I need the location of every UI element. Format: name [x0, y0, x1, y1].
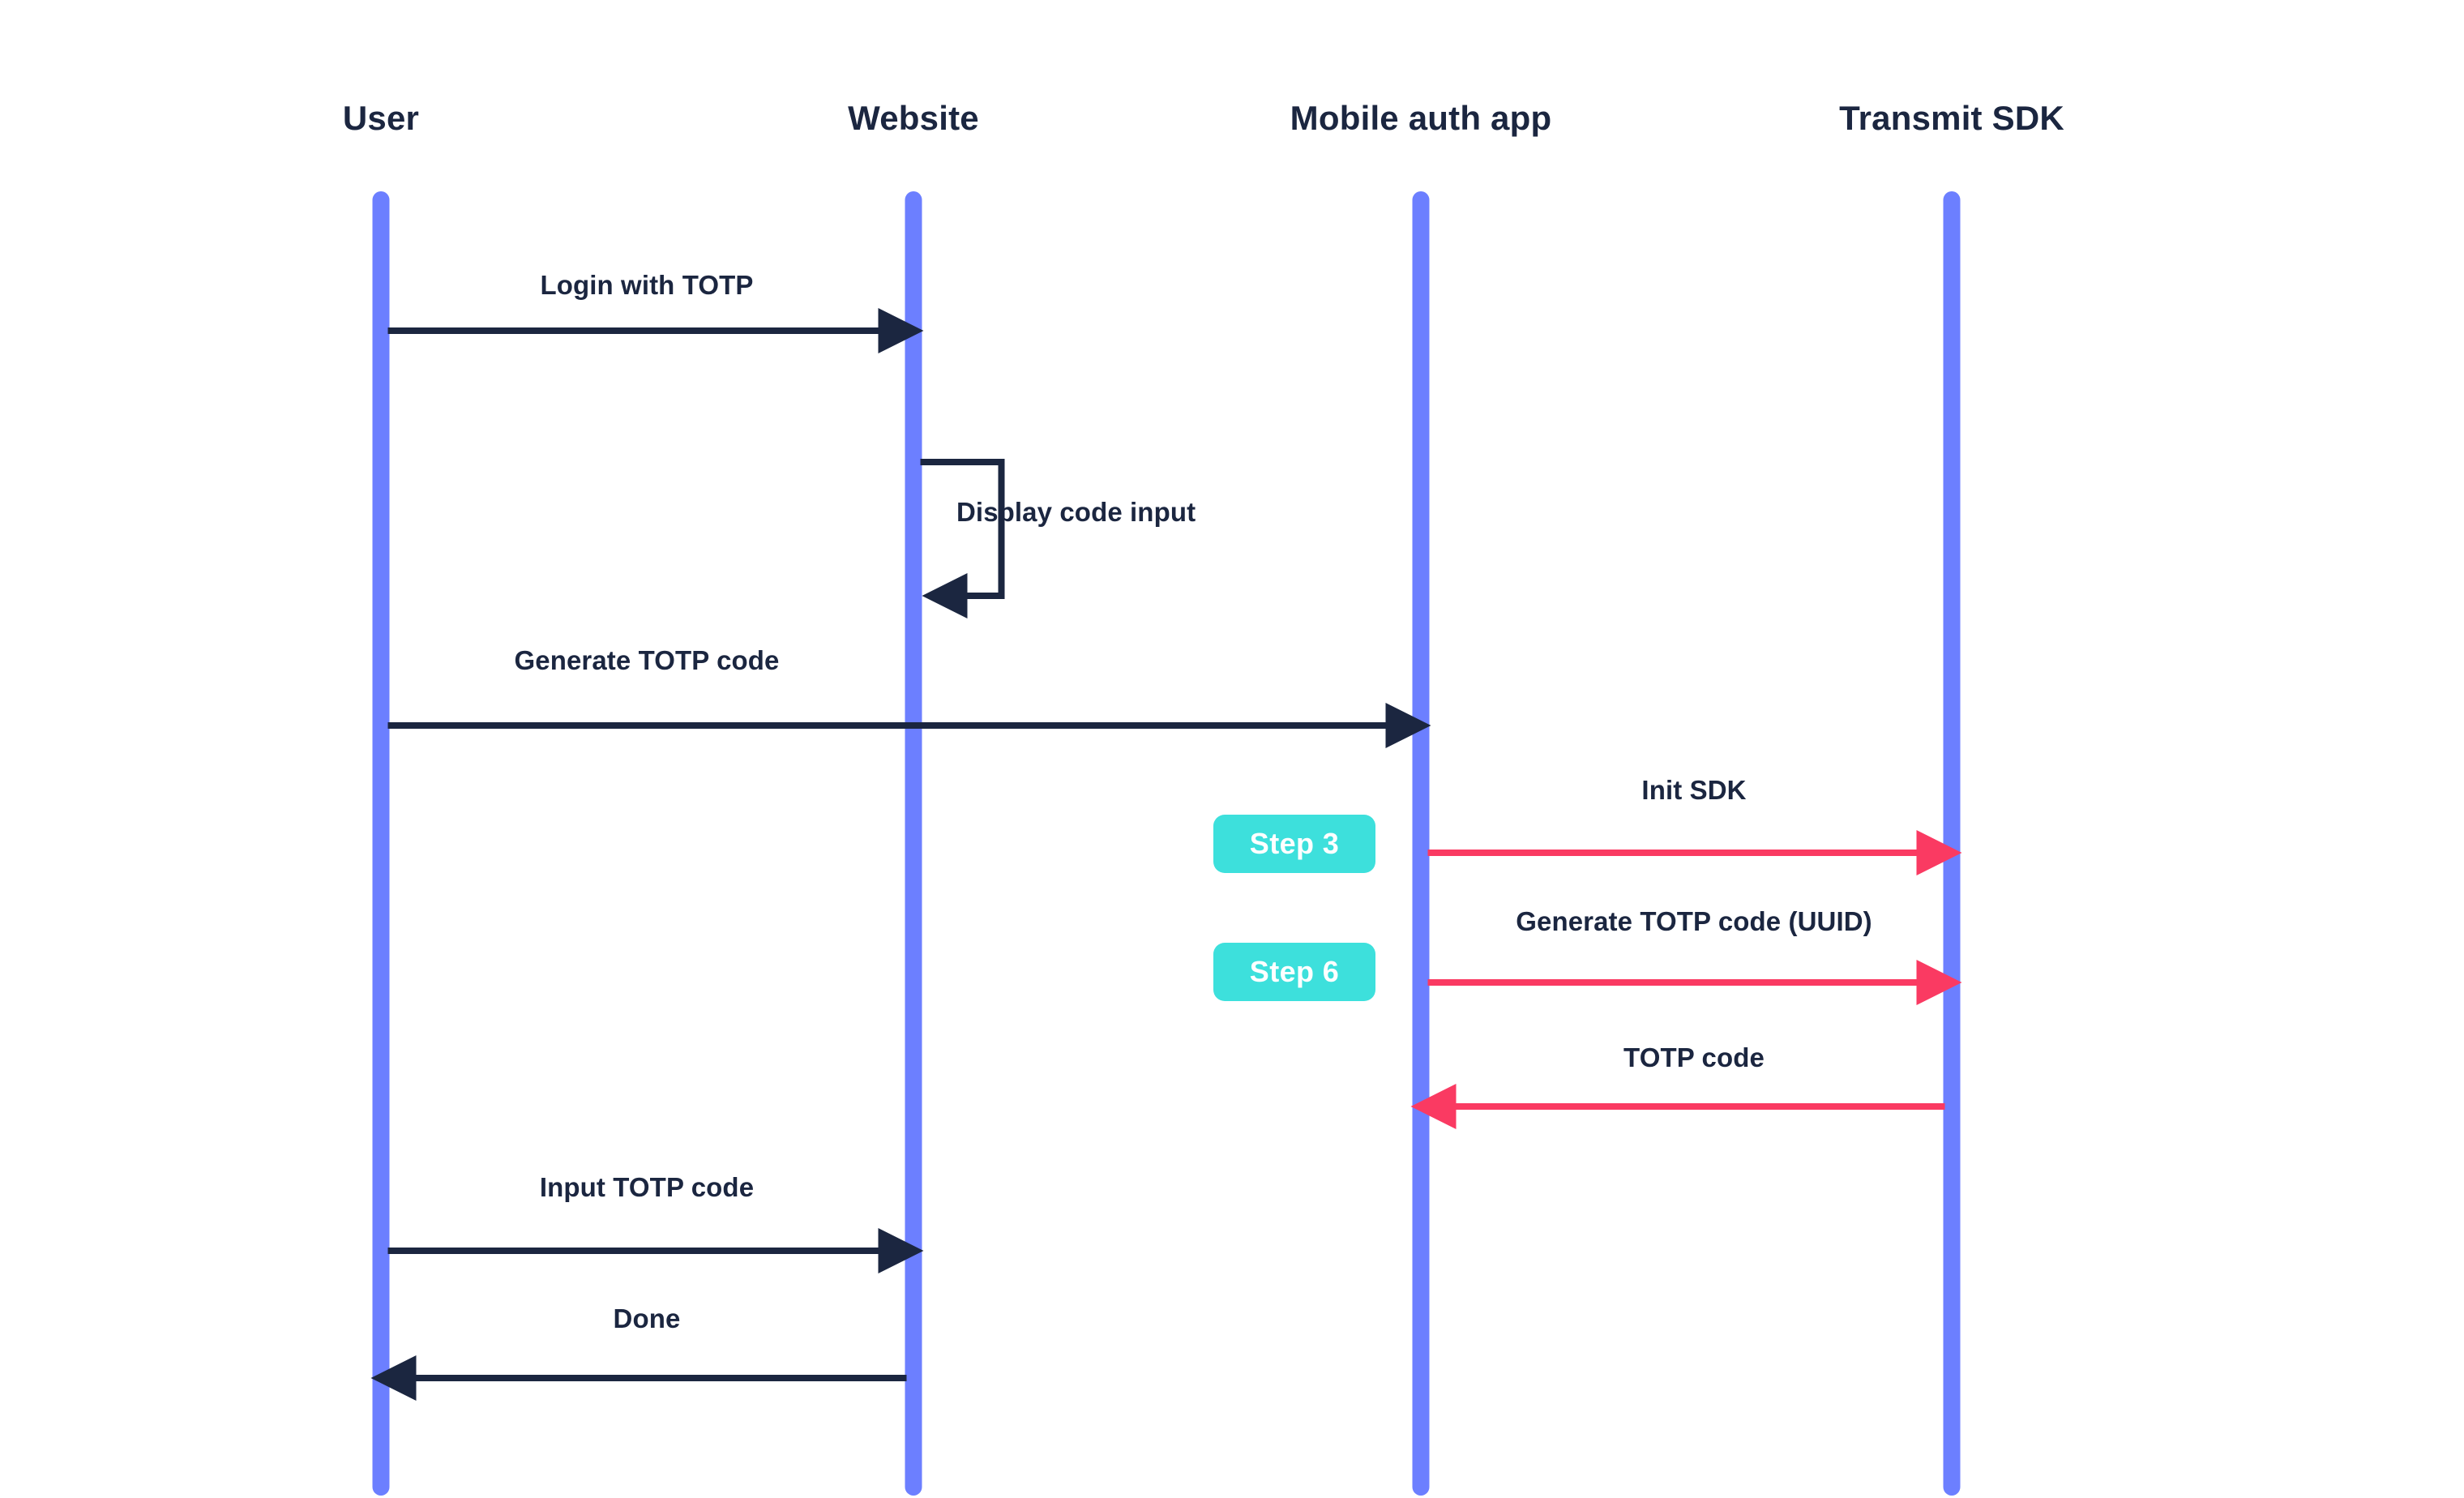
actor-label-website: Website [848, 99, 979, 137]
lifelines-group [372, 191, 1961, 1496]
message-label-input-totp-code: Input TOTP code [539, 1172, 755, 1202]
message-label-generate-totp-code-uuid: Generate TOTP code (UUID) [1516, 906, 1872, 936]
lifeline-user [372, 191, 390, 1496]
lifeline-sdk [1943, 191, 1961, 1496]
step-badge-step-6[interactable]: Step 6 [1213, 943, 1375, 1001]
step-badge-step-3[interactable]: Step 3 [1213, 815, 1375, 873]
lifeline-website [905, 191, 922, 1496]
actor-label-mobile: Mobile auth app [1290, 99, 1552, 137]
actor-label-sdk: Transmit SDK [1839, 99, 2064, 137]
messages-group [370, 308, 1962, 1401]
message-label-totp-code: TOTP code [1623, 1042, 1765, 1072]
message-label-init-sdk: Init SDK [1641, 775, 1747, 805]
actor-label-user: User [342, 99, 420, 137]
lifeline-mobile [1412, 191, 1430, 1496]
message-label-generate-totp-code: Generate TOTP code [514, 645, 780, 675]
message-arrow-display-code-input [920, 459, 1005, 618]
message-label-display-code-input: Display code input [956, 497, 1196, 527]
message-label-done: Done [613, 1303, 681, 1333]
message-label-login-with-totp: Login with TOTP [540, 270, 754, 300]
